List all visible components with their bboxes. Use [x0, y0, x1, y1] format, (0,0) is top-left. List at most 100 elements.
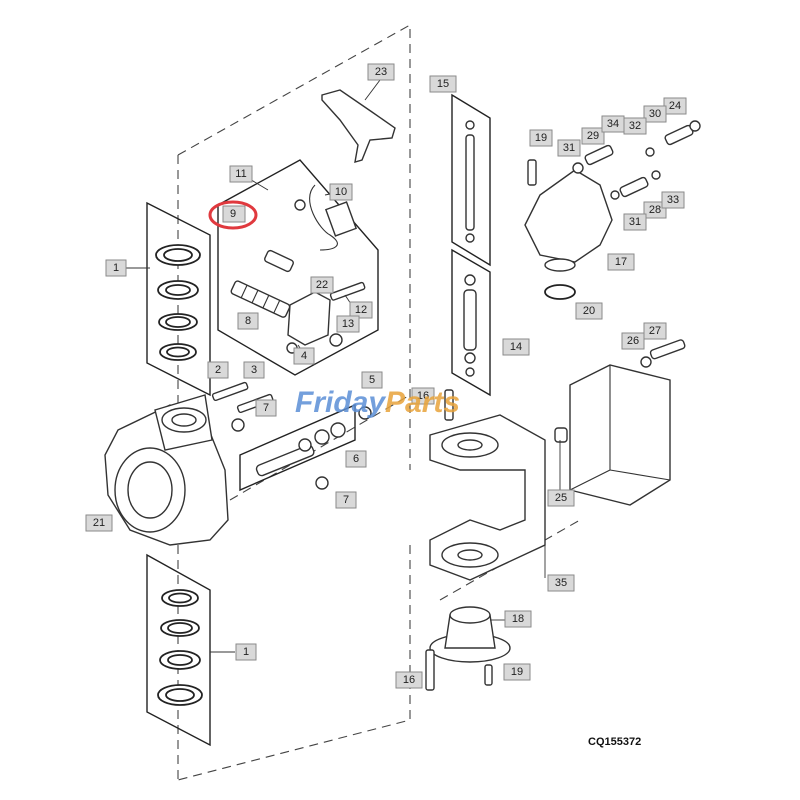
label-16-upper[interactable]: 16: [411, 387, 435, 405]
label-1-upper[interactable]: 1: [105, 259, 127, 277]
label-23[interactable]: 23: [367, 63, 395, 81]
label-24[interactable]: 24: [663, 97, 687, 115]
svg-text:16: 16: [417, 390, 429, 402]
svg-text:6: 6: [353, 453, 359, 465]
label-20[interactable]: 20: [575, 302, 603, 320]
svg-text:29: 29: [587, 130, 599, 142]
part-labels: 1 1 2 3 4 5 6 7 7 8 9 10 11 12 13 14 15 …: [85, 63, 687, 689]
label-21[interactable]: 21: [85, 514, 113, 532]
mount-frame-35: [429, 389, 546, 581]
label-1-lower[interactable]: 1: [235, 643, 257, 661]
svg-text:7: 7: [263, 402, 269, 414]
svg-text:33: 33: [667, 194, 679, 206]
svg-text:14: 14: [510, 341, 522, 353]
label-13[interactable]: 13: [336, 315, 360, 333]
svg-text:19: 19: [511, 666, 523, 678]
valve-inset-panel: [217, 159, 379, 376]
svg-text:25: 25: [555, 492, 567, 504]
svg-text:12: 12: [355, 304, 367, 316]
label-27[interactable]: 27: [643, 322, 667, 340]
svg-text:5: 5: [369, 374, 375, 386]
watermark-text-1: Friday: [295, 386, 386, 419]
svg-text:31: 31: [563, 142, 575, 154]
pin-panel-14: [451, 248, 491, 397]
svg-text:26: 26: [627, 335, 639, 347]
svg-text:22: 22: [316, 279, 328, 291]
label-4[interactable]: 4: [293, 347, 315, 365]
svg-text:2: 2: [215, 364, 221, 376]
label-14[interactable]: 14: [502, 338, 530, 356]
svg-text:1: 1: [243, 646, 249, 658]
label-15[interactable]: 15: [429, 75, 457, 93]
svg-text:10: 10: [335, 186, 347, 198]
svg-text:23: 23: [375, 66, 387, 78]
label-16-lower[interactable]: 16: [395, 671, 423, 689]
label-22[interactable]: 22: [310, 276, 334, 294]
cap-17: [524, 159, 613, 300]
svg-text:7: 7: [343, 494, 349, 506]
svg-text:30: 30: [649, 108, 661, 120]
bolts-16-19: [425, 649, 493, 691]
label-3[interactable]: 3: [243, 361, 265, 379]
label-28[interactable]: 28: [643, 201, 667, 219]
svg-text:9: 9: [230, 208, 236, 220]
svg-text:19: 19: [535, 132, 547, 144]
svg-text:21: 21: [93, 517, 105, 529]
label-29[interactable]: 29: [581, 127, 605, 145]
bushing-18: [429, 606, 511, 663]
svg-text:18: 18: [512, 613, 524, 625]
svg-text:13: 13: [342, 318, 354, 330]
label-11[interactable]: 11: [229, 165, 253, 183]
label-19-top[interactable]: 19: [529, 129, 553, 147]
catalog-number: CQ155372: [588, 736, 641, 748]
label-31-top[interactable]: 31: [557, 139, 581, 157]
label-32[interactable]: 32: [623, 117, 647, 135]
svg-text:24: 24: [669, 100, 681, 112]
label-33[interactable]: 33: [661, 191, 685, 209]
label-17[interactable]: 17: [607, 253, 635, 271]
label-7-lower[interactable]: 7: [335, 491, 357, 509]
label-8[interactable]: 8: [237, 312, 259, 330]
svg-text:27: 27: [649, 325, 661, 337]
svg-text:15: 15: [437, 78, 449, 90]
label-31-bottom[interactable]: 31: [623, 213, 647, 231]
pin-panel-15: [451, 93, 491, 267]
label-35[interactable]: 35: [547, 574, 575, 592]
svg-text:31: 31: [629, 216, 641, 228]
label-9[interactable]: 9: [222, 205, 246, 223]
label-2[interactable]: 2: [207, 361, 229, 379]
label-25[interactable]: 25: [547, 489, 575, 507]
label-10[interactable]: 10: [329, 183, 353, 201]
svg-text:8: 8: [245, 315, 251, 327]
label-5[interactable]: 5: [361, 371, 383, 389]
label-6[interactable]: 6: [345, 450, 367, 468]
svg-text:1: 1: [113, 262, 119, 274]
label-26[interactable]: 26: [621, 332, 645, 350]
watermark-text-2: Parts: [385, 386, 460, 419]
bracket-23: [321, 89, 396, 163]
upper-bearing-panel: [146, 201, 211, 397]
valve-cartridge-6: [231, 403, 372, 492]
spindle-housing-21: [104, 394, 229, 546]
svg-text:17: 17: [615, 256, 627, 268]
svg-text:11: 11: [235, 168, 246, 180]
svg-text:16: 16: [403, 674, 415, 686]
label-18[interactable]: 18: [504, 610, 532, 628]
svg-text:3: 3: [251, 364, 257, 376]
label-7-upper[interactable]: 7: [255, 399, 277, 417]
highlight-ring: [208, 200, 258, 230]
label-19-bottom[interactable]: 19: [503, 663, 531, 681]
svg-text:34: 34: [607, 118, 619, 130]
label-30[interactable]: 30: [643, 105, 667, 123]
lower-bearing-panel: [146, 553, 211, 747]
label-12[interactable]: 12: [349, 301, 373, 319]
svg-text:28: 28: [649, 204, 661, 216]
svg-text:4: 4: [301, 350, 307, 362]
svg-text:20: 20: [583, 305, 595, 317]
svg-text:35: 35: [555, 577, 567, 589]
watermark-logo: FridayParts: [295, 386, 460, 419]
flange-block: [554, 339, 686, 506]
label-34[interactable]: 34: [601, 115, 625, 133]
fittings-24-34: [572, 120, 701, 200]
